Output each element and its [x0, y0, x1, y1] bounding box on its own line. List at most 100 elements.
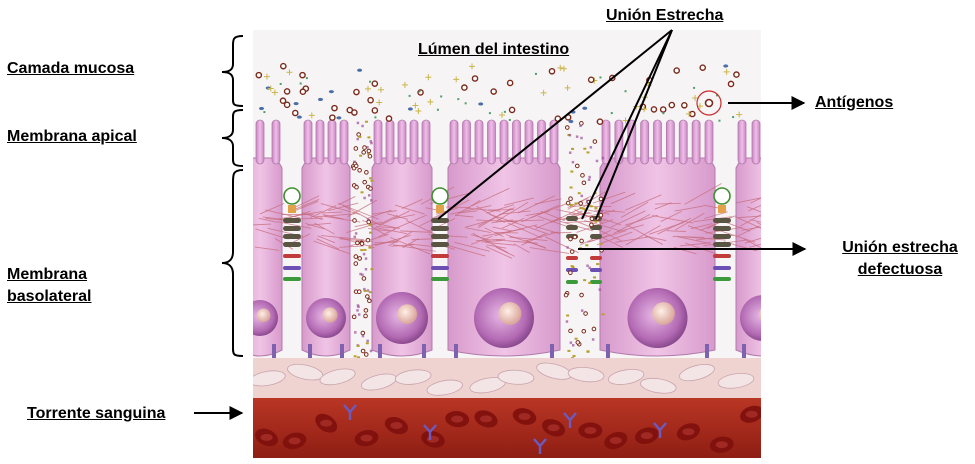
microvillus [641, 120, 649, 164]
antigen-dot [669, 102, 674, 107]
antigen-dot [300, 89, 305, 94]
microvillus [692, 120, 700, 164]
debris-speck [370, 199, 373, 202]
red-blood-cell-center [427, 436, 439, 443]
antigen-dot [462, 85, 467, 90]
debris-speck [368, 247, 371, 249]
red-blood-cell-center [451, 416, 463, 423]
microvillus [500, 120, 508, 164]
debris-speck [356, 138, 359, 141]
junction-band [431, 218, 449, 223]
debris-speck [370, 180, 373, 182]
debris-speck [440, 95, 442, 97]
basal-marker [780, 344, 784, 358]
debris-speck [367, 136, 370, 138]
debris-speck [408, 107, 413, 110]
junction-cap [436, 205, 444, 213]
label-union-defectuosa-1: Unión estrecha [830, 238, 970, 257]
debris-speck [600, 210, 603, 213]
antigen-dot [569, 271, 573, 275]
debris-speck [570, 187, 573, 189]
junction-band [431, 226, 449, 231]
debris-speck [358, 313, 361, 316]
debris-speck [263, 111, 265, 113]
debris-speck [611, 112, 613, 114]
antigen-dot [284, 89, 289, 94]
debris-speck [369, 224, 372, 226]
antigen-dot [508, 80, 513, 85]
antigen-dot [358, 257, 362, 261]
debris-speck [365, 121, 368, 123]
junction-band-red [713, 254, 731, 258]
microvillus [386, 120, 394, 164]
antigen-dot [368, 154, 372, 158]
microvillus [654, 120, 662, 164]
antigen-dot [580, 293, 584, 297]
antigen-dot [593, 140, 597, 144]
defective-junction-band [590, 280, 602, 284]
label-union-defectuosa-2: defectuosa [830, 260, 970, 279]
antigen-dot [353, 219, 357, 223]
antigen-dot [372, 81, 377, 86]
antigen-dot [357, 133, 361, 137]
antigen-dot [564, 293, 568, 297]
antigen-dot [581, 174, 585, 178]
debris-speck [579, 125, 582, 128]
debris-speck [602, 157, 605, 160]
debris-speck [723, 64, 728, 67]
debris-speck [369, 177, 372, 179]
debris-speck [570, 341, 573, 344]
basal-marker [705, 344, 709, 358]
microvillus [240, 120, 248, 164]
antigen-dot [582, 329, 586, 333]
junction-band-green [431, 277, 449, 281]
antigen-dot [569, 197, 573, 201]
antigen-dot [360, 242, 364, 246]
debris-speck [600, 243, 603, 245]
debris-speck [370, 268, 373, 270]
debris-speck [361, 191, 364, 193]
junction-band [431, 242, 449, 247]
microvillus [705, 120, 713, 164]
nucleolus [257, 308, 271, 322]
label-membrana-basolateral-1: Membrana [7, 265, 87, 284]
debris-speck [693, 87, 695, 89]
antigen-dot [281, 64, 286, 69]
junction-band-purple [713, 266, 731, 270]
debris-speck [566, 315, 569, 317]
antigen-dot [565, 126, 569, 130]
antigen-dot [354, 89, 359, 94]
microvillus [328, 120, 336, 164]
antigen-dot [491, 89, 496, 94]
antigen-dot [354, 164, 358, 168]
antigen-dot [569, 329, 573, 333]
junction-cap [718, 205, 726, 213]
label-antigenos: Antígenos [815, 93, 893, 112]
junction-cap [288, 205, 296, 213]
debris-speck [360, 249, 363, 251]
defective-junction-band [590, 256, 602, 260]
debris-speck [588, 282, 591, 284]
antigen-dot [570, 250, 574, 254]
basal-marker [550, 344, 554, 358]
debris-speck [370, 140, 373, 143]
label-torrente-sanguina: Torrente sanguina [27, 404, 165, 423]
microvillus [422, 120, 430, 164]
antigen-dot [352, 110, 357, 115]
debris-speck [567, 350, 570, 352]
antigen-dot [362, 151, 366, 155]
debris-speck [568, 120, 573, 123]
debris-speck [306, 77, 308, 79]
antigen-dot [368, 98, 373, 103]
debris-speck [592, 338, 595, 341]
red-blood-cell-center [320, 420, 332, 427]
junction-band-purple [431, 266, 449, 270]
basal-marker [606, 344, 610, 358]
red-blood-cell-center [716, 441, 728, 448]
debris-speck [358, 136, 361, 138]
antigen-dot [700, 65, 705, 70]
tight-junction-stack [283, 188, 301, 281]
junction-band [431, 234, 449, 239]
debris-speck [586, 151, 589, 153]
antigen-dot [354, 255, 358, 259]
